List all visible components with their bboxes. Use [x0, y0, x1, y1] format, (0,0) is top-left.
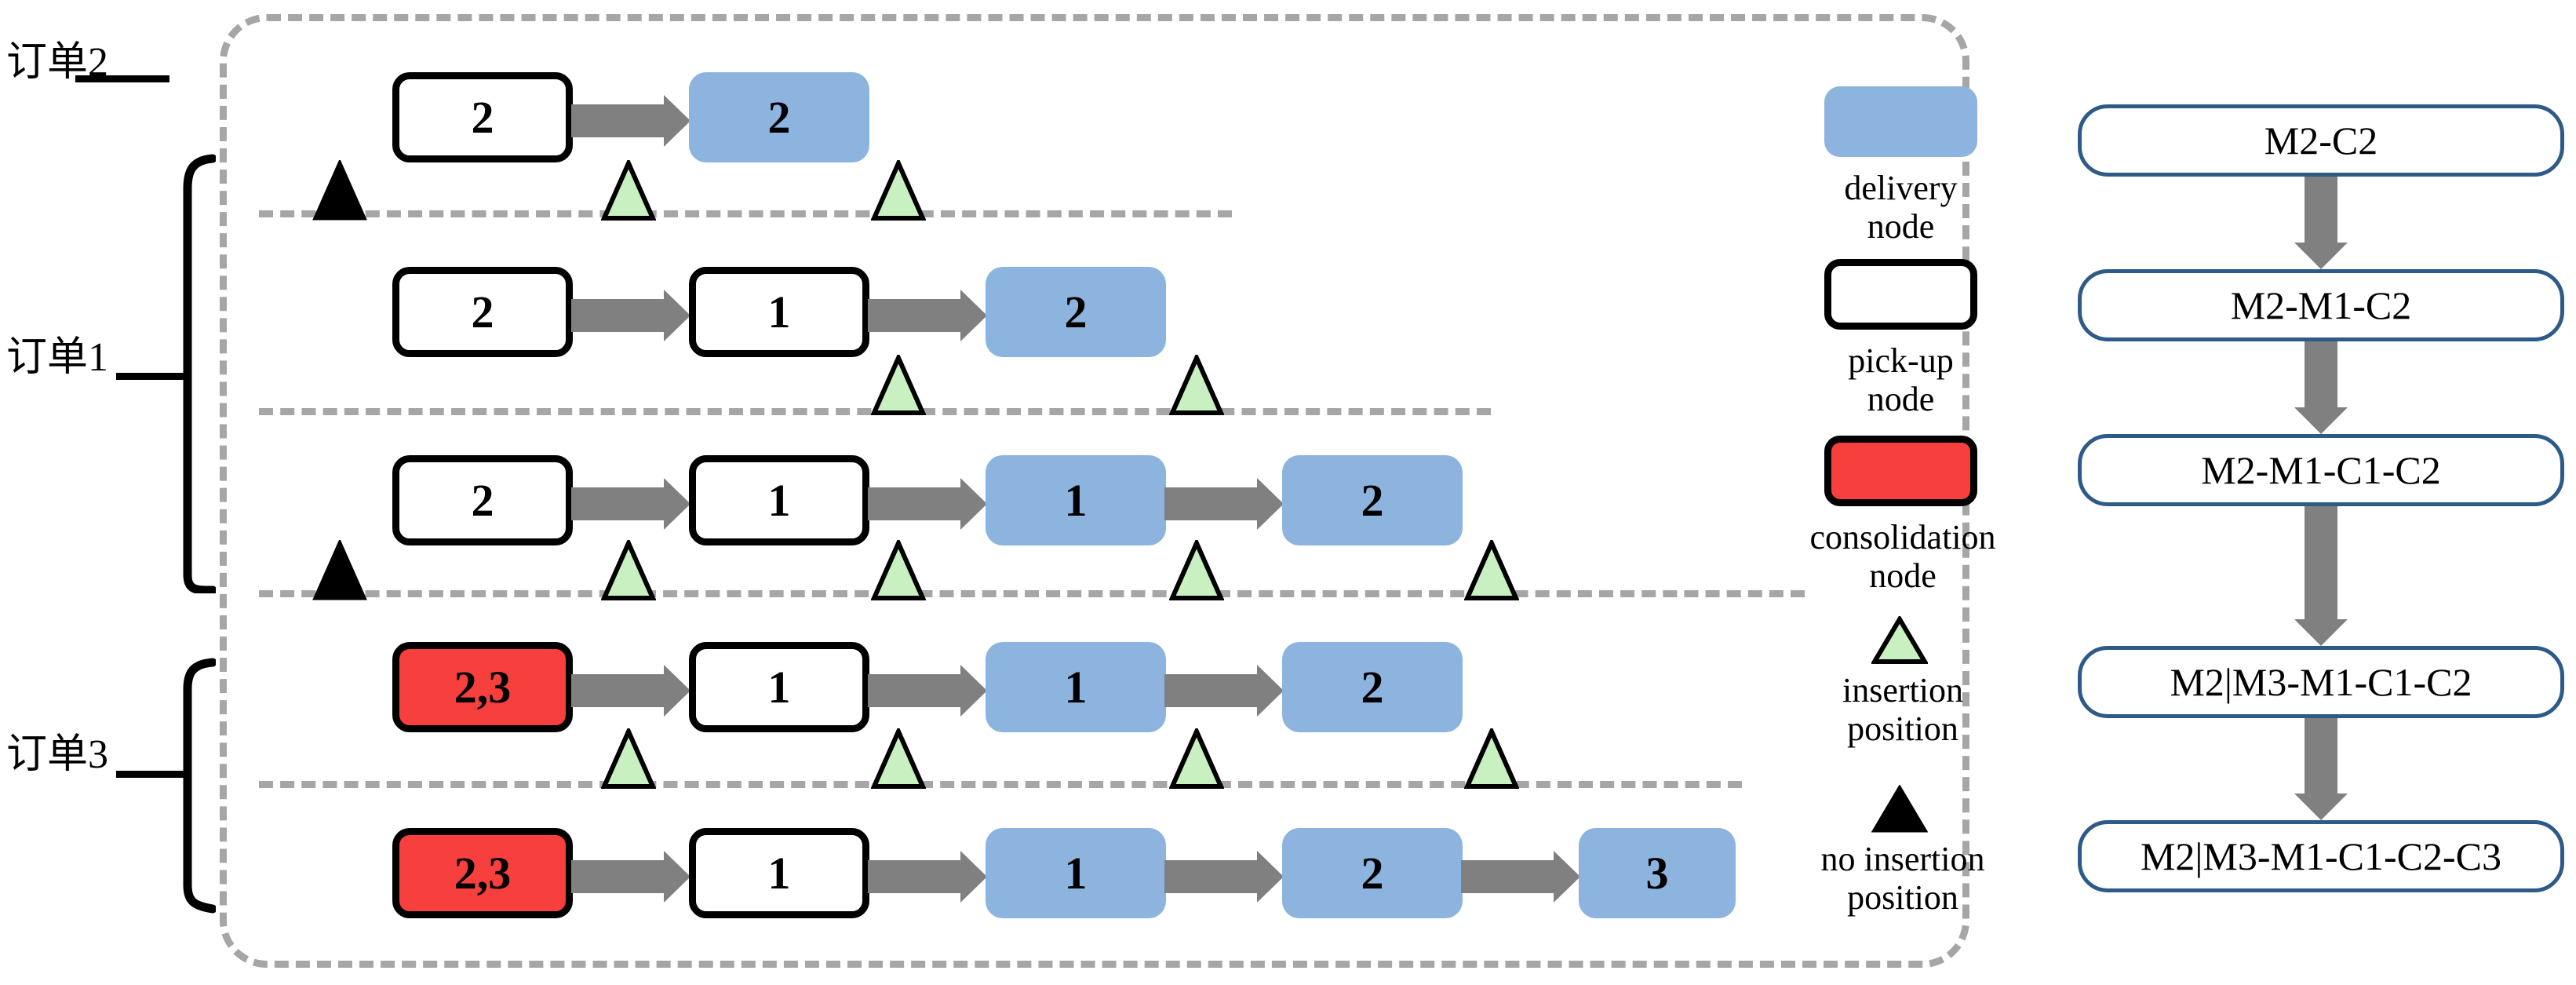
flow-step-1[interactable]: M2-C2 [2078, 104, 2564, 177]
insertion-position-icon [601, 540, 656, 600]
insertion-position-icon [871, 160, 926, 221]
route-node[interactable]: 1 [986, 455, 1166, 545]
route-node[interactable]: 1 [689, 455, 869, 545]
legend-label-delivery-node: delivery node [1805, 169, 1997, 246]
flow-arrow-right [1461, 851, 1580, 903]
insertion-position-icon [1871, 616, 1928, 664]
insertion-position-icon [871, 540, 926, 600]
row-separator-1 [259, 210, 1232, 217]
insertion-position-icon [871, 355, 926, 415]
legend-line-2: node [1867, 207, 1935, 246]
route-node[interactable]: 3 [1579, 828, 1736, 918]
order3-lead-line [116, 771, 185, 778]
flow-arrow-right [868, 478, 987, 530]
flow-arrow-right [868, 665, 987, 717]
route-node[interactable]: 2 [392, 455, 573, 545]
route-node[interactable]: 2,3 [392, 828, 573, 918]
no-insertion-position-icon [312, 160, 367, 221]
insertion-position-icon [1464, 728, 1519, 789]
flow-arrow-right [1164, 478, 1284, 530]
route-node[interactable]: 1 [689, 642, 869, 732]
insertion-position-icon [1169, 355, 1224, 415]
flow-arrow-right [571, 665, 690, 717]
flow-arrow-right [571, 95, 690, 147]
route-node[interactable]: 2 [1282, 828, 1463, 918]
insertion-position-icon [1464, 540, 1519, 600]
order1-lead-line [116, 373, 185, 380]
route-node[interactable]: 2,3 [392, 642, 573, 732]
legend-line-2: node [1869, 556, 1937, 596]
legend-line-1: pick-up [1848, 341, 1954, 380]
route-node[interactable]: 1 [986, 642, 1166, 732]
no-insertion-position-icon [1871, 785, 1928, 833]
route-node[interactable]: 1 [986, 828, 1166, 918]
legend-label-pick-up-node: pick-up node [1805, 341, 1997, 419]
flow-arrow-right [571, 290, 690, 341]
legend-line-2: node [1867, 380, 1935, 419]
legend-line-1: no insertion [1820, 840, 1985, 878]
legend-line-1: consolidation [1809, 518, 1996, 556]
order3-brace [183, 658, 216, 914]
flow-arrow-down [2266, 718, 2376, 820]
legend-line-2: position [1847, 710, 1958, 749]
route-node[interactable]: 1 [689, 828, 869, 918]
flow-arrow-right [868, 290, 987, 341]
insertion-position-icon [871, 728, 926, 789]
flow-arrow-down [2266, 506, 2376, 646]
flow-arrow-right [1164, 665, 1284, 717]
row-separator-3 [259, 590, 1805, 597]
row-separator-4 [259, 781, 1742, 788]
route-node[interactable]: 2 [392, 267, 573, 357]
no-insertion-position-icon [312, 540, 367, 600]
route-node[interactable]: 2 [689, 72, 869, 162]
flow-arrow-right [571, 478, 690, 530]
flow-step-3[interactable]: M2-M1-C1-C2 [2078, 434, 2564, 506]
legend-label-consolidation-node: consolidation node [1785, 518, 2020, 596]
flow-step-4[interactable]: M2|M3-M1-C1-C2 [2078, 646, 2564, 718]
legend-label-insertion-position: insertion position [1793, 671, 2013, 749]
flow-arrow-right [571, 851, 690, 903]
pick-up-node-swatch [1824, 259, 1977, 330]
route-node[interactable]: 2 [1282, 642, 1463, 732]
route-node[interactable]: 2 [1282, 455, 1463, 545]
order-label-order1: 订单1 [6, 335, 109, 380]
flow-arrow-down [2266, 177, 2376, 269]
legend-line-2: position [1847, 878, 1958, 918]
flow-step-5[interactable]: M2|M3-M1-C1-C2-C3 [2078, 820, 2564, 892]
route-node[interactable]: 2 [986, 267, 1166, 357]
order-label-order3: 订单3 [6, 732, 109, 777]
legend-line-1: delivery [1844, 169, 1958, 207]
delivery-node-swatch [1824, 86, 1977, 157]
route-node[interactable]: 2 [392, 72, 573, 162]
flow-arrow-down [2266, 341, 2376, 434]
insertion-position-icon [1169, 540, 1224, 600]
flow-arrow-right [868, 851, 987, 903]
legend-line-1: insertion [1842, 671, 1963, 710]
insertion-position-icon [1169, 728, 1224, 789]
flow-arrow-right [1164, 851, 1284, 903]
consolidation-node-swatch [1824, 436, 1977, 506]
legend-label-no-insertion-position: no insertion position [1773, 840, 2032, 918]
insertion-position-icon [601, 160, 656, 221]
route-node[interactable]: 1 [689, 267, 869, 357]
order1-brace [183, 154, 216, 593]
insertion-position-icon [601, 728, 656, 789]
order2-lead-line [75, 75, 169, 82]
flow-step-2[interactable]: M2-M1-C2 [2078, 269, 2564, 341]
